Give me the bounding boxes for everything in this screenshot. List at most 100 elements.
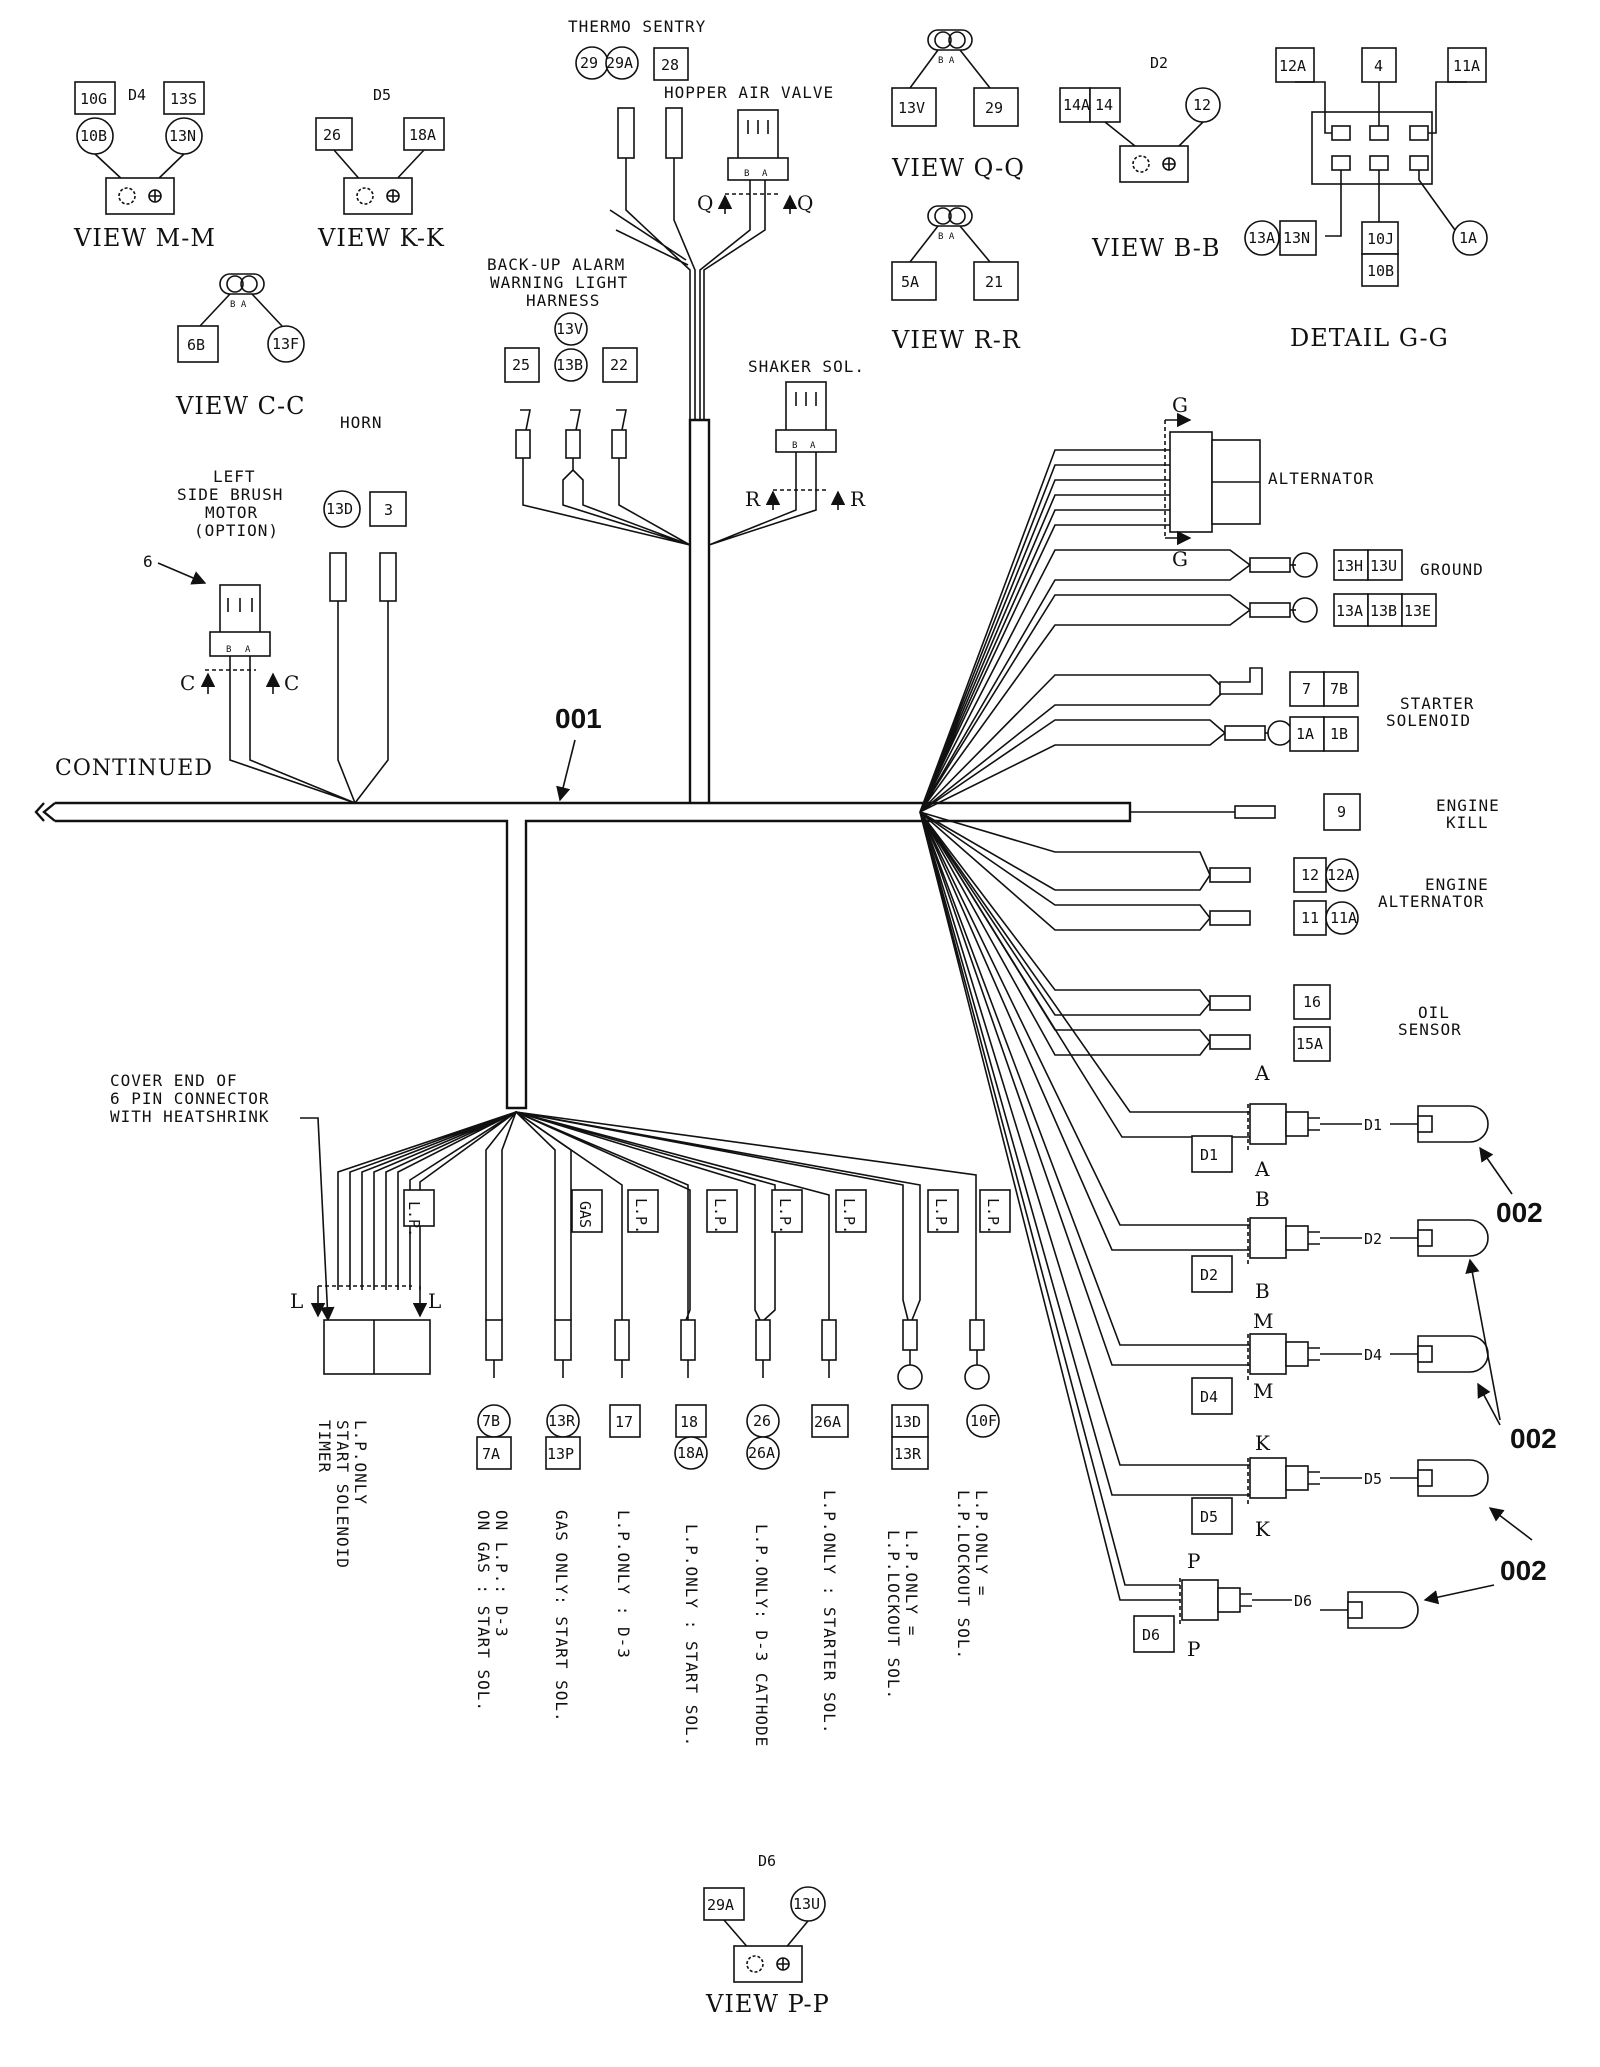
svg-text:M: M [1253, 1309, 1274, 1333]
svg-text:L.P.: L.P. [984, 1198, 1002, 1234]
svg-text:G: G [1172, 547, 1189, 571]
svg-text:L.P.ONLY: L.P.ONLY [351, 1420, 370, 1505]
svg-text:D1: D1 [1364, 1116, 1382, 1134]
svg-text:D5: D5 [1200, 1508, 1218, 1526]
svg-text:D2: D2 [1200, 1266, 1218, 1284]
alternator-connector: G G ALTERNATOR [1164, 393, 1374, 571]
diode-d4: M M D4 D4 [1191, 1309, 1489, 1415]
svg-text:ALTERNATOR: ALTERNATOR [1378, 892, 1484, 911]
svg-text:7A: 7A [482, 1445, 500, 1463]
svg-text:D6: D6 [1294, 1592, 1312, 1610]
svg-text:L.P.: L.P. [932, 1198, 950, 1234]
svg-text:18: 18 [680, 1413, 698, 1431]
svg-text:13R: 13R [894, 1445, 922, 1463]
svg-text:L.P.ONLY : STARTER SOL.: L.P.ONLY : STARTER SOL. [820, 1490, 839, 1735]
continued-label: CONTINUED [55, 756, 213, 781]
svg-text:L: L [290, 1289, 304, 1313]
svg-text:C: C [284, 671, 300, 695]
view-r-r-title: VIEW R-R [891, 326, 1021, 354]
svg-text:13P: 13P [547, 1445, 574, 1463]
svg-text:ALTERNATOR: ALTERNATOR [1268, 469, 1374, 488]
svg-text:A: A [1254, 1157, 1270, 1181]
svg-text:002: 002 [1500, 1555, 1547, 1586]
svg-text:K: K [1255, 1517, 1271, 1541]
side-brush-motor: LEFT SIDE BRUSH MOTOR (OPTION) 13D 3 6 B… [143, 467, 407, 804]
svg-text:D6: D6 [1142, 1626, 1160, 1644]
svg-text:12A: 12A [1327, 866, 1354, 884]
view-q-q-title: VIEW Q-Q [891, 154, 1025, 182]
svg-text:THERMO SENTRY: THERMO SENTRY [568, 17, 706, 36]
svg-text:OIL: OIL [1418, 1003, 1450, 1022]
svg-text:13V: 13V [556, 320, 583, 338]
svg-text:L.P.LOCKOUT SOL.: L.P.LOCKOUT SOL. [954, 1490, 973, 1660]
svg-text:7B: 7B [482, 1412, 500, 1430]
svg-text:13A: 13A [1336, 602, 1363, 620]
svg-text:A: A [762, 169, 768, 179]
view-b-b: D2 14A 14 12 VIEW B-B [1059, 54, 1221, 262]
bottom-fanout-wires [337, 1111, 977, 1326]
svg-text:B: B [792, 441, 797, 451]
svg-text:26A: 26A [748, 1444, 775, 1462]
svg-text:L.P.LOCKOUT SOL.: L.P.LOCKOUT SOL. [884, 1530, 903, 1700]
svg-text:26: 26 [753, 1412, 771, 1430]
svg-text:26: 26 [323, 126, 341, 144]
svg-text:D4: D4 [128, 86, 146, 104]
svg-text:L.P.: L.P. [711, 1198, 729, 1234]
svg-text:6: 6 [143, 552, 154, 571]
svg-text:13S: 13S [170, 90, 197, 108]
engine-alternator: 12 12A 11 11A ENGINE ALTERNATOR [1209, 857, 1489, 936]
view-m-m-title: VIEW M-M [73, 224, 216, 252]
horn-label: HORN [340, 413, 383, 432]
svg-text:ENGINE: ENGINE [1425, 875, 1489, 894]
svg-text:29: 29 [985, 99, 1003, 117]
svg-text:SENSOR: SENSOR [1398, 1020, 1462, 1039]
svg-text:Q: Q [797, 191, 814, 215]
svg-text:002: 002 [1496, 1197, 1543, 1228]
svg-text:14A: 14A [1063, 96, 1090, 114]
svg-text:B: B [1255, 1279, 1271, 1303]
svg-text:START SOLENOID: START SOLENOID [333, 1420, 352, 1569]
svg-text:26A: 26A [814, 1413, 841, 1431]
view-c-c-title: VIEW C-C [175, 392, 305, 420]
engine-kill: 9 ENGINE KILL [1234, 793, 1499, 832]
svg-text:L.P.: L.P. [405, 1201, 423, 1237]
svg-text:13A: 13A [1248, 229, 1275, 247]
svg-text:GAS ONLY: START SOL.: GAS ONLY: START SOL. [552, 1510, 571, 1723]
view-p-p-title: VIEW P-P [705, 1990, 830, 2018]
svg-text:P: P [1187, 1637, 1201, 1661]
svg-text:13U: 13U [793, 1895, 820, 1913]
svg-text:10F: 10F [970, 1412, 997, 1430]
svg-text:L.P.ONLY : D-3: L.P.ONLY : D-3 [614, 1510, 633, 1659]
svg-text:COVER END OF: COVER END OF [110, 1071, 238, 1090]
svg-text:ON GAS : START SOL.: ON GAS : START SOL. [474, 1510, 493, 1712]
svg-text:L.P.ONLY =: L.P.ONLY = [902, 1530, 921, 1636]
svg-text:10B: 10B [80, 127, 107, 145]
svg-text:13U: 13U [1370, 557, 1397, 575]
svg-text:13F: 13F [272, 335, 299, 353]
svg-text:B: B [744, 169, 749, 179]
svg-text:17: 17 [615, 1413, 633, 1431]
svg-text:13D: 13D [894, 1413, 921, 1431]
svg-text:21: 21 [985, 273, 1003, 291]
view-b-b-title: VIEW B-B [1091, 234, 1220, 262]
svg-text:A: A [1254, 1061, 1270, 1085]
view-k-k-title: VIEW K-K [317, 224, 445, 252]
view-r-r: B A 5A 21 VIEW R-R [891, 205, 1021, 354]
starter-solenoid: 7 7B 1A 1B STARTER SOLENOID [1219, 667, 1473, 752]
svg-text:10B: 10B [1367, 262, 1394, 280]
svg-text:12A: 12A [1279, 57, 1306, 75]
svg-text:14: 14 [1095, 96, 1113, 114]
backup-alarm-harness: BACK-UP ALARM WARNING LIGHT HARNESS 13V … [487, 255, 691, 546]
svg-text:4: 4 [1374, 57, 1383, 75]
svg-text:3: 3 [384, 501, 393, 519]
svg-text:MOTOR: MOTOR [205, 503, 258, 522]
diode-d5: K K D5 D5 [1191, 1431, 1489, 1541]
svg-text:P: P [1187, 1549, 1201, 1573]
diode-d1: A A D1 D1 [1191, 1061, 1489, 1181]
detail-g-g: 12A 4 11A 13A 13N 10J 10B 1A DETAIL G-G [1244, 47, 1488, 352]
svg-text:L.P.: L.P. [840, 1198, 858, 1234]
svg-text:D2: D2 [1364, 1230, 1382, 1248]
oil-sensor: 16 15A OIL SENSOR [1209, 984, 1462, 1062]
svg-text:1A: 1A [1459, 229, 1477, 247]
